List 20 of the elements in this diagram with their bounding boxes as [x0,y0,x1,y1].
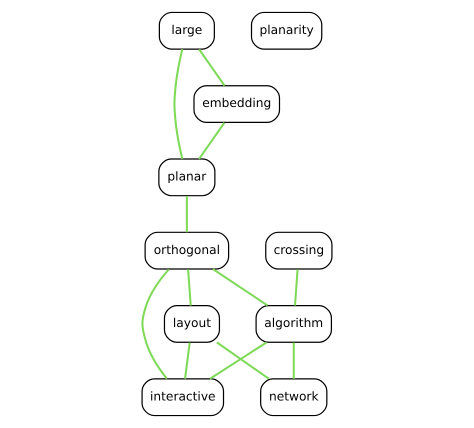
node-box: crossing [265,232,333,270]
node-box: embedding [193,85,280,123]
connector [141,268,170,380]
connector [198,48,226,86]
node-box: interactive [141,378,224,416]
node-box: planarity [250,12,322,50]
connector [173,48,184,160]
node-box: orthogonal [144,232,230,270]
node-box: large [158,12,215,50]
connector [294,269,299,306]
node-box: algorithm [255,305,332,343]
node-box: layout [164,305,220,343]
node-box: planar [158,158,216,196]
node-box: network [260,378,328,416]
connector [292,342,295,379]
connector [212,268,268,306]
connector [198,122,226,160]
connector [187,269,192,306]
connector [184,342,191,379]
connector [186,196,188,232]
